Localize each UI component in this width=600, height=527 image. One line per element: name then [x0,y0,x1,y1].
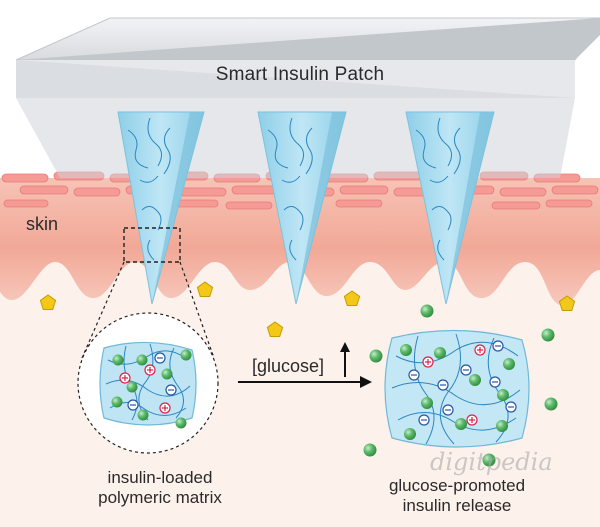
green-sphere-insulin-icon [455,418,467,430]
green-sphere-insulin-icon [175,417,187,429]
green-sphere-insulin-icon [497,389,509,401]
glucose-concentration-label: [glucose] [252,356,325,376]
transition-arrowhead [360,376,372,388]
green-sphere-insulin-icon [420,304,434,318]
right-caption-line1: glucose-promoted [388,476,526,495]
pentagon-glucose-icon [196,281,214,297]
right-caption: glucose-promoted insulin release [352,476,562,516]
green-sphere-insulin-icon [161,368,173,380]
green-sphere-insulin-icon [421,397,433,409]
green-sphere-insulin-icon [363,443,377,457]
green-sphere-insulin-icon [482,453,496,467]
green-sphere-insulin-icon [369,349,383,363]
left-caption-line1: insulin-loaded [107,468,213,487]
green-sphere-insulin-icon [112,354,124,366]
pentagon-glucose-icon [266,321,284,337]
increase-arrowhead [340,342,350,352]
microneedle-right [405,111,495,305]
green-sphere-insulin-icon [496,420,508,432]
patch-title: Smart Insulin Patch [215,64,385,85]
left-caption-line2: polymeric matrix [98,488,222,507]
green-sphere-insulin-icon [400,344,412,356]
microneedle-middle [257,111,347,305]
watermark: digitpedia [430,448,553,476]
green-sphere-insulin-icon [111,396,123,408]
pentagon-glucose-icon [39,294,57,310]
green-sphere-insulin-icon [136,354,148,366]
green-sphere-insulin-icon [434,347,446,359]
zoom-line-right [179,261,215,359]
skin-label: skin [26,214,59,234]
microneedle-left [117,111,205,305]
pentagon-glucose-icon [558,295,576,311]
green-sphere-insulin-icon [469,374,481,386]
green-sphere-insulin-icon [180,349,192,361]
green-sphere-insulin-icon [541,328,555,342]
green-sphere-insulin-icon [404,428,416,440]
green-sphere-insulin-icon [137,409,149,421]
left-caption: insulin-loaded polymeric matrix [60,468,260,508]
green-sphere-insulin-icon [503,358,515,370]
pentagon-glucose-icon [343,290,361,306]
right-caption-line2: insulin release [402,496,512,515]
zoom-region-box [123,227,181,263]
green-sphere-insulin-icon [126,381,138,393]
green-sphere-insulin-icon [544,397,558,411]
